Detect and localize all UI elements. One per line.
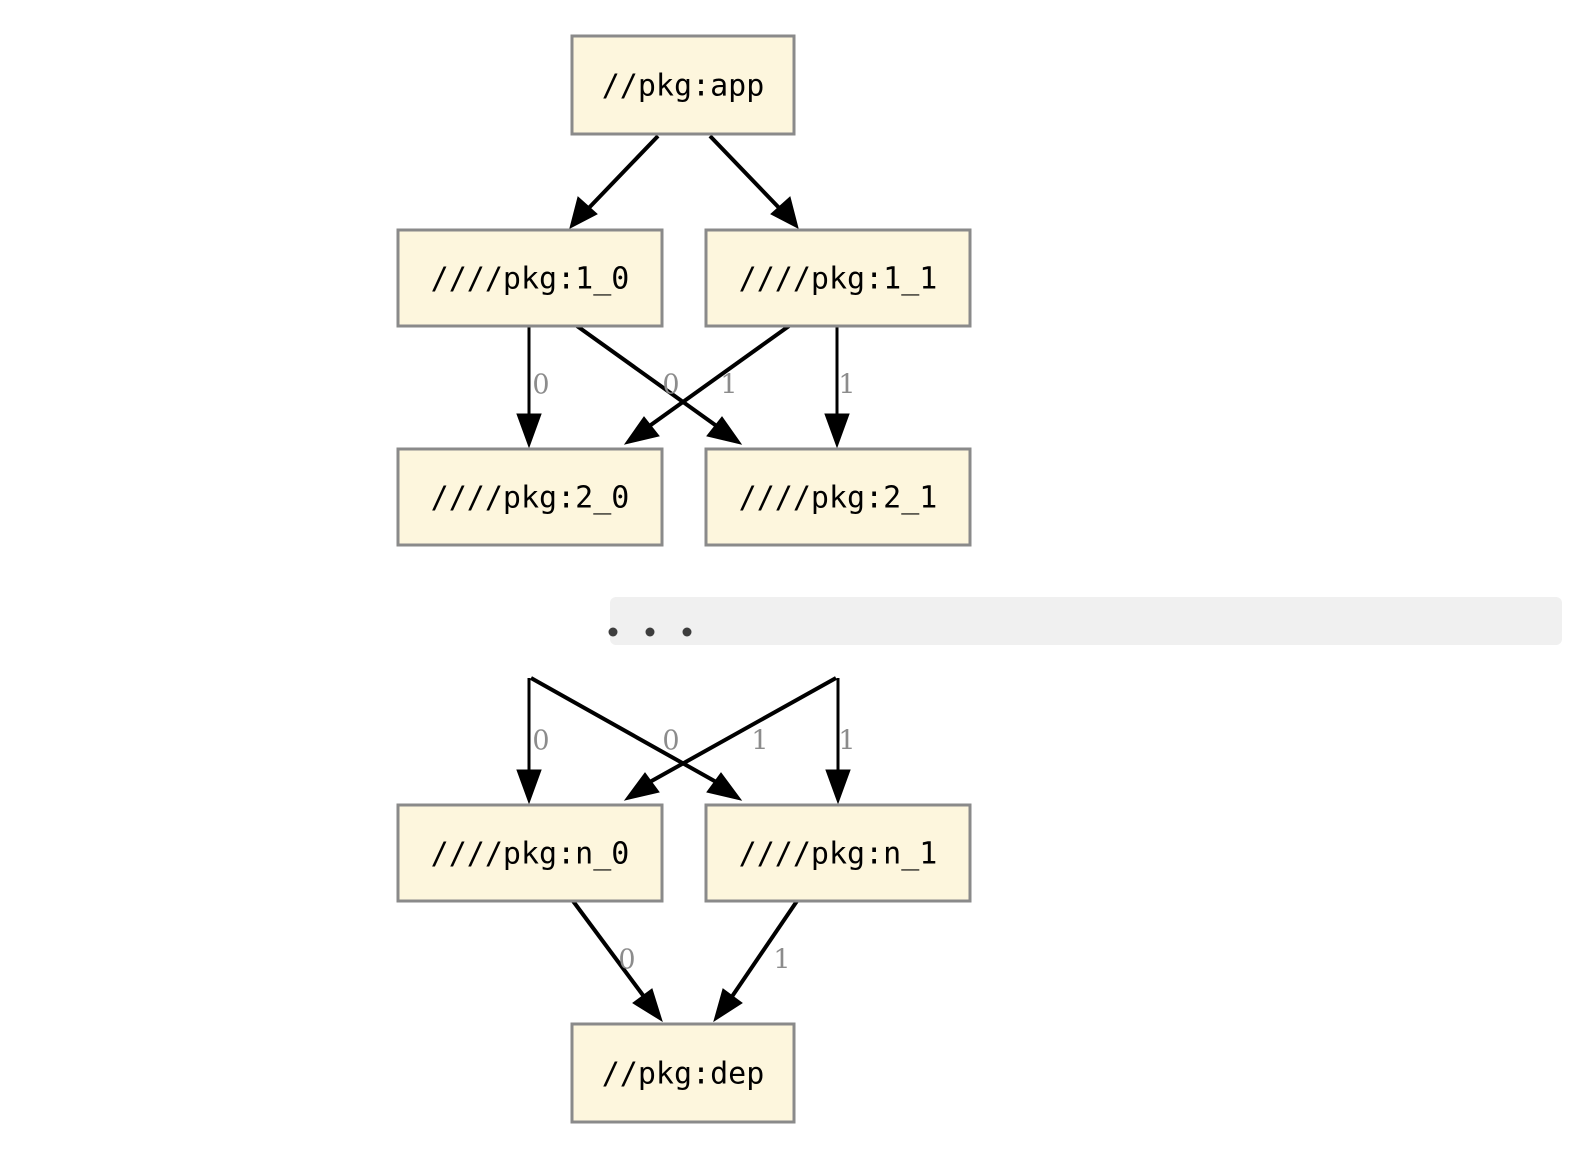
node-pkg-2_1[interactable]: ////pkg:2_1: [704, 447, 972, 547]
arrow-head-icon: [770, 196, 799, 229]
edge-label: 0: [662, 726, 679, 757]
arrow-head-icon: [569, 196, 598, 229]
edge-label: 1: [751, 726, 768, 757]
node-box[interactable]: [704, 228, 972, 328]
arrow-head-icon: [623, 772, 660, 801]
node-label: //pkg:dep: [602, 1057, 765, 1092]
edge-label: 1: [838, 370, 855, 401]
truncation-ellipsis-band: [608, 597, 1562, 645]
node-pkg-dep[interactable]: //pkg:dep: [570, 1022, 796, 1124]
edge-pkgn_0-to-dep: 0: [571, 899, 663, 1023]
arrow-head-icon: [632, 988, 663, 1023]
edge-label: 0: [662, 370, 679, 401]
edge-line: [647, 676, 837, 785]
edge-label: 1: [773, 945, 790, 976]
node-pkg-n_0[interactable]: ////pkg:n_0: [396, 803, 664, 903]
edge-label: 1: [720, 370, 737, 401]
edge-pkg1_1-to-pkg2_1: 1: [824, 326, 856, 449]
arrow-head-icon: [623, 416, 660, 445]
edge-continuation-to-pkgn_1-b: 1: [825, 678, 856, 805]
ellipsis-dot-icon: [608, 627, 618, 637]
arrow-head-icon: [713, 988, 743, 1023]
node-box[interactable]: [570, 1022, 796, 1124]
node-label: ////pkg:n_0: [431, 837, 630, 872]
arrow-head-icon: [825, 769, 851, 805]
node-pkg-1_1[interactable]: ////pkg:1_1: [704, 228, 972, 328]
ellipsis-dot-icon: [682, 627, 692, 637]
edge-label: 1: [838, 726, 855, 757]
edge-label: 0: [618, 945, 635, 976]
arrow-head-icon: [706, 416, 743, 445]
node-label: ////pkg:1_1: [739, 262, 938, 297]
edge-pkg1_1-to-pkg2_0: 1: [623, 324, 791, 445]
edge-continuation-to-pkgn_0-b: 1: [623, 676, 837, 801]
arrow-head-icon: [706, 772, 743, 801]
edge-pkg1_0-to-pkg2_1: 0: [575, 324, 743, 445]
node-pkg-n_1[interactable]: ////pkg:n_1: [704, 803, 972, 903]
node-label: ////pkg:2_1: [739, 481, 938, 516]
node-pkg-1_0[interactable]: ////pkg:1_0: [396, 228, 664, 328]
ellipsis-dot-icon: [645, 627, 655, 637]
node-box[interactable]: [396, 228, 664, 328]
edge-line: [729, 899, 799, 1000]
edge-label: 0: [532, 370, 549, 401]
edge-line: [530, 676, 719, 785]
edge-pkg1_0-to-pkg2_0: 0: [516, 326, 550, 449]
arrow-head-icon: [516, 769, 542, 805]
edge-label: 0: [532, 726, 549, 757]
edge-app-to-pkg1_0: [569, 134, 660, 229]
edge-continuation-to-pkgn_0: 0: [516, 678, 550, 805]
node-pkg-2_0[interactable]: ////pkg:2_0: [396, 447, 664, 547]
node-label: ////pkg:n_1: [739, 837, 938, 872]
edge-continuation-to-pkgn_1-a: 0: [530, 676, 743, 801]
node-label: //pkg:app: [602, 69, 765, 104]
node-box[interactable]: [396, 447, 664, 547]
edge-app-to-pkg1_1: [708, 134, 799, 229]
edge-line: [708, 134, 786, 215]
node-box[interactable]: [570, 34, 796, 136]
node-box[interactable]: [396, 803, 664, 903]
node-box[interactable]: [704, 447, 972, 547]
node-box[interactable]: [704, 803, 972, 903]
node-label: ////pkg:1_0: [431, 262, 630, 297]
edge-line: [571, 899, 647, 1000]
arrow-head-icon: [516, 413, 542, 449]
arrow-head-icon: [824, 413, 850, 449]
node-label: ////pkg:2_0: [431, 481, 630, 516]
edge-line: [646, 324, 791, 429]
edge-line: [575, 324, 720, 429]
ellipsis-band-background: [610, 597, 1562, 645]
edge-line: [582, 134, 660, 215]
edge-pkgn_1-to-dep: 1: [713, 899, 799, 1023]
node-pkg-app[interactable]: //pkg:app: [570, 34, 796, 136]
